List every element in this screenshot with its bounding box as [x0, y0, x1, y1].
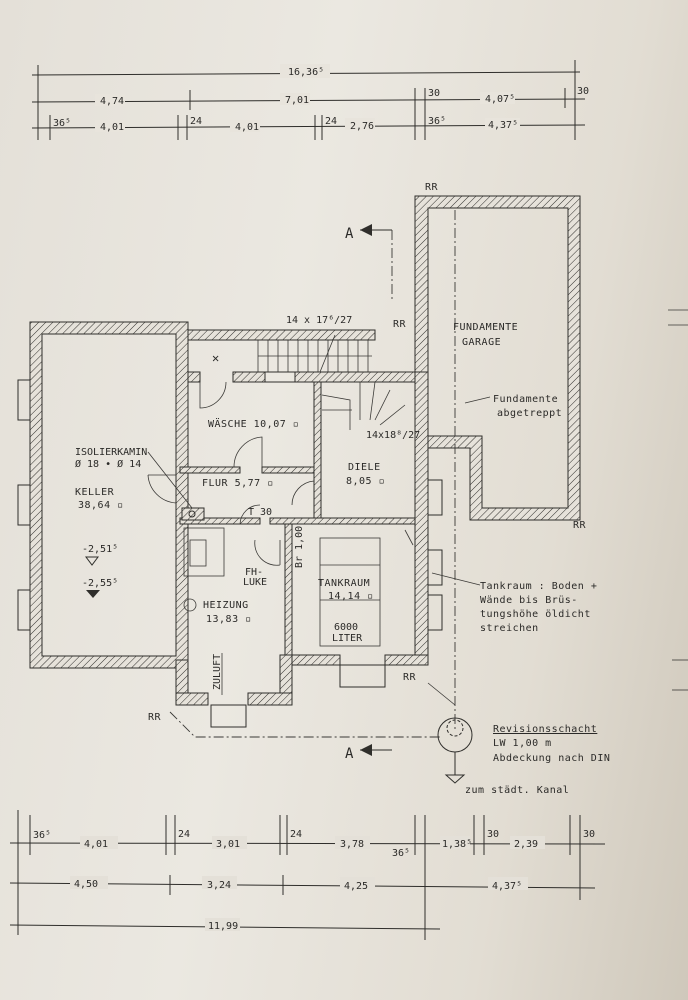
room-keller-name: KELLER	[75, 487, 115, 498]
section-mark-bottom: A	[345, 744, 392, 762]
room-tankraum-area: 14,14 ▫	[328, 591, 374, 602]
kamin-size: Ø 18 • Ø 14	[75, 458, 141, 470]
fundamente-abgetreppt-1: Fundamente	[493, 394, 558, 405]
rr-label: RR	[573, 520, 587, 531]
dim-bottom: 4,37⁵	[492, 881, 522, 892]
dim-top: 24	[190, 116, 202, 127]
rr-label: RR	[403, 672, 417, 683]
house-walls	[29, 321, 429, 706]
rr-label: RR	[425, 182, 439, 193]
rr-label: RR	[393, 319, 407, 330]
room-diele-name: DIELE	[348, 462, 381, 473]
door-rating: T 30	[248, 507, 272, 518]
level-mark: -2,51⁵	[82, 544, 118, 555]
revision-lw: LW 1,00 m	[493, 738, 552, 749]
dim-top: 7,01	[285, 95, 309, 106]
room-heizung-area: 13,83 ▫	[206, 614, 252, 625]
dim-overall-top: 16,36⁵	[288, 67, 324, 78]
tank-note-line: tungshöhe öldicht	[480, 609, 591, 620]
dim-bottom: 24	[178, 829, 190, 840]
garage-foundation	[414, 195, 581, 521]
svg-text:A: A	[345, 226, 354, 242]
dim-top: 4,37⁵	[488, 120, 518, 131]
dim-top: 4,74	[100, 96, 124, 107]
kanal-label: zum städt. Kanal	[465, 785, 569, 796]
oil-tank	[319, 529, 414, 647]
isolierkamin-label: ISOLIERKAMIN	[75, 447, 147, 458]
dim-bottom: 30	[583, 829, 595, 840]
stair-label-inner: 14x18⁸/27	[366, 430, 420, 441]
dim-top: 36⁵	[428, 116, 446, 127]
dim-top: 36⁵	[53, 118, 71, 129]
dim-overall-bottom: 11,99	[208, 921, 238, 932]
inspection-chamber-icon	[437, 717, 473, 784]
svg-text:A: A	[345, 746, 354, 762]
dim-top: 4,01	[235, 122, 259, 133]
dim-bottom: 1,38⁵	[442, 839, 472, 850]
zuluft-label: ZULUFT	[212, 654, 223, 690]
dim-bottom: 2,39	[514, 839, 538, 850]
tank-unit: LITER	[332, 633, 363, 644]
section-mark-top: A	[345, 224, 393, 300]
dim-bottom: 36⁵	[33, 830, 51, 841]
dim-top: 4,07⁵	[485, 94, 515, 105]
dim-top: 4,01	[100, 122, 124, 133]
doors	[147, 381, 315, 566]
dim-top: 24	[325, 116, 337, 127]
dim-bottom: 3,78	[340, 839, 364, 850]
dim-top: 2,76	[350, 121, 374, 132]
fundamente-abgetreppt-2: abgetreppt	[497, 408, 562, 419]
luke-label: LUKE	[243, 577, 267, 588]
revision-cover: Abdeckung nach DIN	[493, 753, 610, 764]
garage-label-2: GARAGE	[462, 337, 501, 348]
room-flur: FLUR 5,77 ▫	[202, 478, 274, 489]
level-mark: -2,55⁵	[82, 578, 118, 589]
tank-note-line: streichen	[480, 623, 539, 634]
light-fixture-icon: ✕	[212, 351, 219, 365]
dim-bottom: 30	[487, 829, 499, 840]
room-waesche: WÄSCHE 10,07 ▫	[208, 417, 299, 430]
room-keller-area: 38,64 ▫	[78, 500, 124, 511]
windows	[17, 371, 443, 728]
margin-marks	[668, 309, 688, 691]
bottom-dimension-lines	[9, 810, 606, 940]
dim-bottom: 4,01	[84, 839, 108, 850]
tank-note-line: Wände bis Brüs-	[480, 595, 578, 606]
revision-title: Revisionsschacht	[493, 724, 597, 735]
rr-label: RR	[148, 712, 162, 723]
dim-top: 30	[577, 86, 589, 97]
dim-bottom: 4,25	[344, 881, 368, 892]
dim-bottom: 3,24	[207, 880, 231, 891]
dim-bottom: 3,01	[216, 839, 240, 850]
room-diele-area: 8,05 ▫	[346, 476, 385, 487]
tank-capacity: 6000	[334, 622, 358, 633]
stair-label: 14 x 17⁶/27	[286, 315, 352, 326]
width-label: Br 1,00	[294, 526, 305, 568]
tank-note-line: Tankraum : Boden +	[480, 581, 597, 592]
room-heizung-name: HEIZUNG	[203, 600, 249, 611]
dim-bottom: 24	[290, 829, 302, 840]
stairs: 14 x 17⁶/27 14x18⁸/27 ✕	[212, 315, 420, 441]
heating-equipment	[181, 507, 225, 695]
room-tankraum-name: TANKRAUM	[318, 578, 370, 589]
garage-label-1: FUNDAMENTE	[453, 322, 518, 333]
fh-label: FH-	[245, 567, 263, 578]
dim-bottom: 4,50	[74, 879, 98, 890]
dim-top: 30	[428, 88, 440, 99]
dim-bottom: 36⁵	[392, 848, 410, 859]
